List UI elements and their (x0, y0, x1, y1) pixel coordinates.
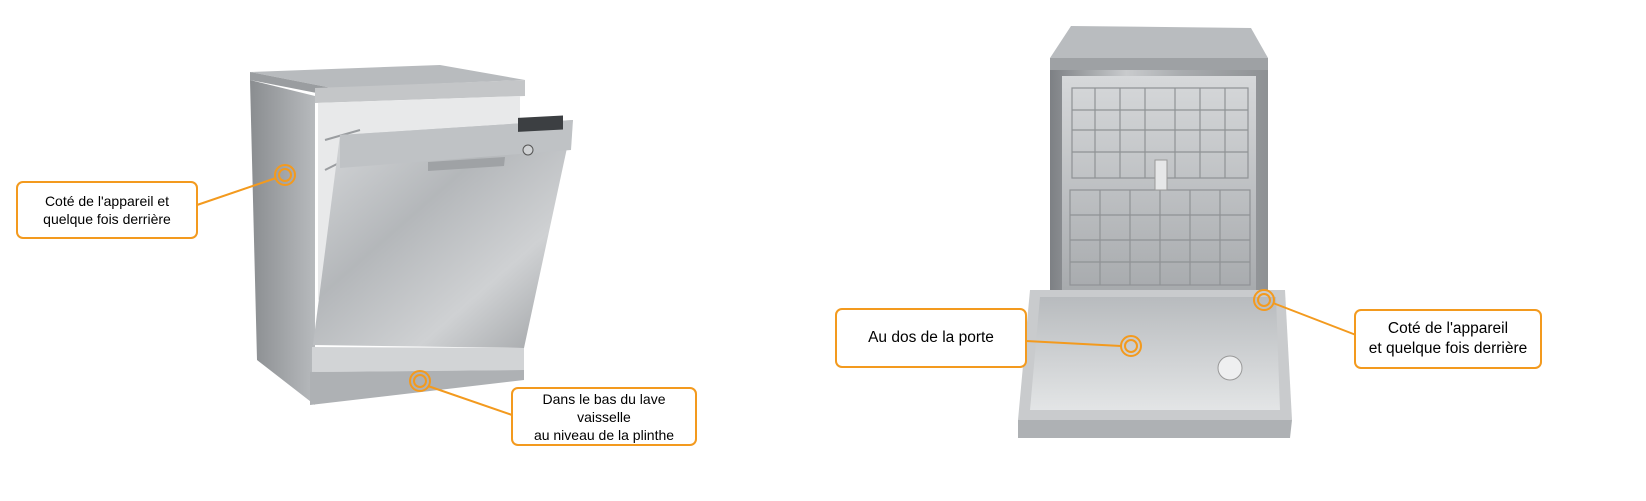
label-side-right-line2: et quelque fois derrière (1368, 340, 1528, 357)
label-side-left: Coté de l'appareil et quelque fois derri… (16, 181, 198, 239)
dishwasher-door-open (1018, 26, 1292, 438)
callout-line-side-right (1272, 302, 1357, 336)
label-door-back: Au dos de la porte (835, 308, 1027, 368)
label-side-right: Coté de l'appareil et quelque fois derri… (1354, 309, 1542, 369)
label-bottom-plinth: Dans le bas du lave vaisselle au niveau … (511, 387, 697, 446)
label-side-left-line1: Coté de l'appareil et (44, 193, 170, 209)
dishwasher-door-ajar (250, 65, 573, 405)
callout-line-door-back (1025, 340, 1122, 347)
label-side-left-line2: quelque fois derrière (43, 211, 171, 227)
callout-line-side-left (196, 177, 277, 206)
target-ring-side-right (1253, 289, 1275, 311)
callout-line-plinth (427, 385, 513, 416)
label-bottom-plinth-line2: au niveau de la plinthe (533, 426, 675, 443)
label-side-right-line1: Coté de l'appareil (1387, 320, 1509, 337)
target-ring-plinth (409, 370, 431, 392)
label-door-back-line1: Au dos de la porte (868, 329, 994, 346)
label-bottom-plinth-line1: Dans le bas du lave vaisselle (542, 390, 666, 425)
target-ring-side-left (274, 164, 296, 186)
